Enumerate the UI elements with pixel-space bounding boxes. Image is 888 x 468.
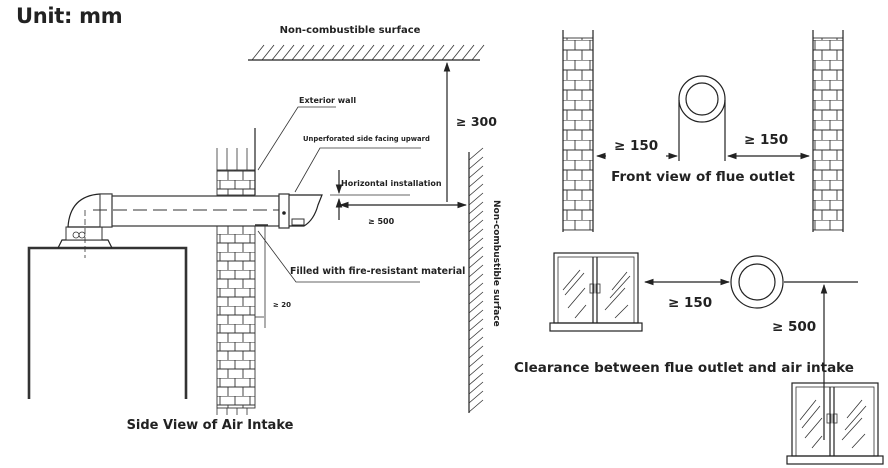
window-bottom-right xyxy=(786,382,884,465)
hatch-mark xyxy=(468,237,484,251)
hatch-mark xyxy=(381,44,395,61)
right-brick-wall xyxy=(812,30,844,232)
horizontal-installation-label: Horizontal installation xyxy=(341,179,442,188)
front-dim-left-label: ≥ 150 xyxy=(614,138,658,154)
hatch-mark xyxy=(441,44,455,61)
leader-lines xyxy=(257,106,421,283)
hatch-mark xyxy=(468,264,484,278)
hatch-mark xyxy=(468,327,484,341)
hatch-mark xyxy=(361,44,375,61)
hatch-mark xyxy=(468,174,484,188)
clearance-dim-horizontal-label: ≥ 150 xyxy=(668,295,712,311)
side-surface xyxy=(468,147,484,413)
hatch-mark xyxy=(468,219,484,233)
hatch-mark xyxy=(468,345,484,359)
unperforated-label: Unperforated side facing upward xyxy=(303,135,430,143)
hatch-mark xyxy=(411,44,425,61)
hatch-mark xyxy=(468,246,484,260)
hatch-mark xyxy=(431,44,445,61)
exterior-wall-label: Exterior wall xyxy=(299,96,356,105)
fire-resistant-label: Filled with fire-resistant material xyxy=(290,266,465,277)
hatch-mark xyxy=(468,165,484,179)
hatch-mark xyxy=(401,44,415,61)
hatch-mark xyxy=(468,363,484,377)
dim-500-label: ≥ 500 xyxy=(368,217,395,226)
hatch-mark xyxy=(331,44,345,61)
hatch-mark xyxy=(468,318,484,332)
hatch-mark xyxy=(468,291,484,305)
ceiling-surface-label: Non-combustible surface xyxy=(280,25,421,36)
flue-outlet-clearance xyxy=(730,255,858,309)
clearance-dim-vertical-label: ≥ 500 xyxy=(772,319,816,335)
hatch-mark xyxy=(468,336,484,350)
side-view-title: Side View of Air Intake xyxy=(127,418,294,433)
hatch-mark xyxy=(291,44,305,61)
front-view-title: Front view of flue outlet xyxy=(611,169,795,185)
hatch-mark xyxy=(321,44,335,61)
hatch-mark xyxy=(451,44,465,61)
boiler-unit xyxy=(27,210,188,399)
ceiling-surface xyxy=(248,44,485,61)
hatch-mark xyxy=(271,44,285,61)
hatch-mark xyxy=(251,44,265,61)
left-brick-wall xyxy=(562,30,594,232)
hatch-mark xyxy=(468,192,484,206)
clearance-view-title: Clearance between flue outlet and air in… xyxy=(514,360,854,376)
hatch-mark xyxy=(468,309,484,323)
hatch-mark xyxy=(461,44,475,61)
dim-20-label: ≥ 20 xyxy=(273,301,291,309)
hatch-mark xyxy=(468,183,484,197)
side-surface-label: Non-combustible surface xyxy=(491,200,501,327)
hatch-mark xyxy=(371,44,385,61)
clearance-view: ≥ 150 ≥ 500 Clearance between flue outle… xyxy=(514,252,884,465)
hatch-mark xyxy=(468,390,484,404)
dim-300-label: ≥ 300 xyxy=(456,114,497,129)
hatch-mark xyxy=(301,44,315,61)
hatch-mark xyxy=(311,44,325,61)
clearance-dims xyxy=(644,278,828,440)
hatch-mark xyxy=(468,201,484,215)
hatch-mark xyxy=(468,381,484,395)
hatch-mark xyxy=(468,282,484,296)
hatch-mark xyxy=(261,44,275,61)
hatch-mark xyxy=(351,44,365,61)
hatch-mark xyxy=(468,354,484,368)
hatch-mark xyxy=(468,273,484,287)
front-view: ≥ 150 ≥ 150 Front view of flue outlet xyxy=(562,30,844,232)
exterior-wall xyxy=(216,128,256,415)
hatch-mark xyxy=(468,399,484,413)
hatch-mark xyxy=(468,372,484,386)
hatch-mark xyxy=(468,156,484,170)
hatch-mark xyxy=(341,44,355,61)
dim-20 xyxy=(255,226,266,328)
hatch-mark xyxy=(468,147,484,161)
hatch-mark xyxy=(281,44,295,61)
flue-pipe xyxy=(67,193,323,229)
hatch-mark xyxy=(468,300,484,314)
flue-outlet-front xyxy=(678,75,726,161)
side-view: Non-combustible surface Non-combustible … xyxy=(27,25,501,433)
hatch-mark xyxy=(421,44,435,61)
hatch-mark xyxy=(391,44,405,61)
front-dim-right-label: ≥ 150 xyxy=(744,132,788,148)
hatch-mark xyxy=(471,44,485,61)
hatch-mark xyxy=(468,210,484,224)
window-left xyxy=(549,252,643,332)
hatch-mark xyxy=(468,228,484,242)
hatch-mark xyxy=(468,255,484,269)
unit-label: Unit: mm xyxy=(16,4,123,28)
